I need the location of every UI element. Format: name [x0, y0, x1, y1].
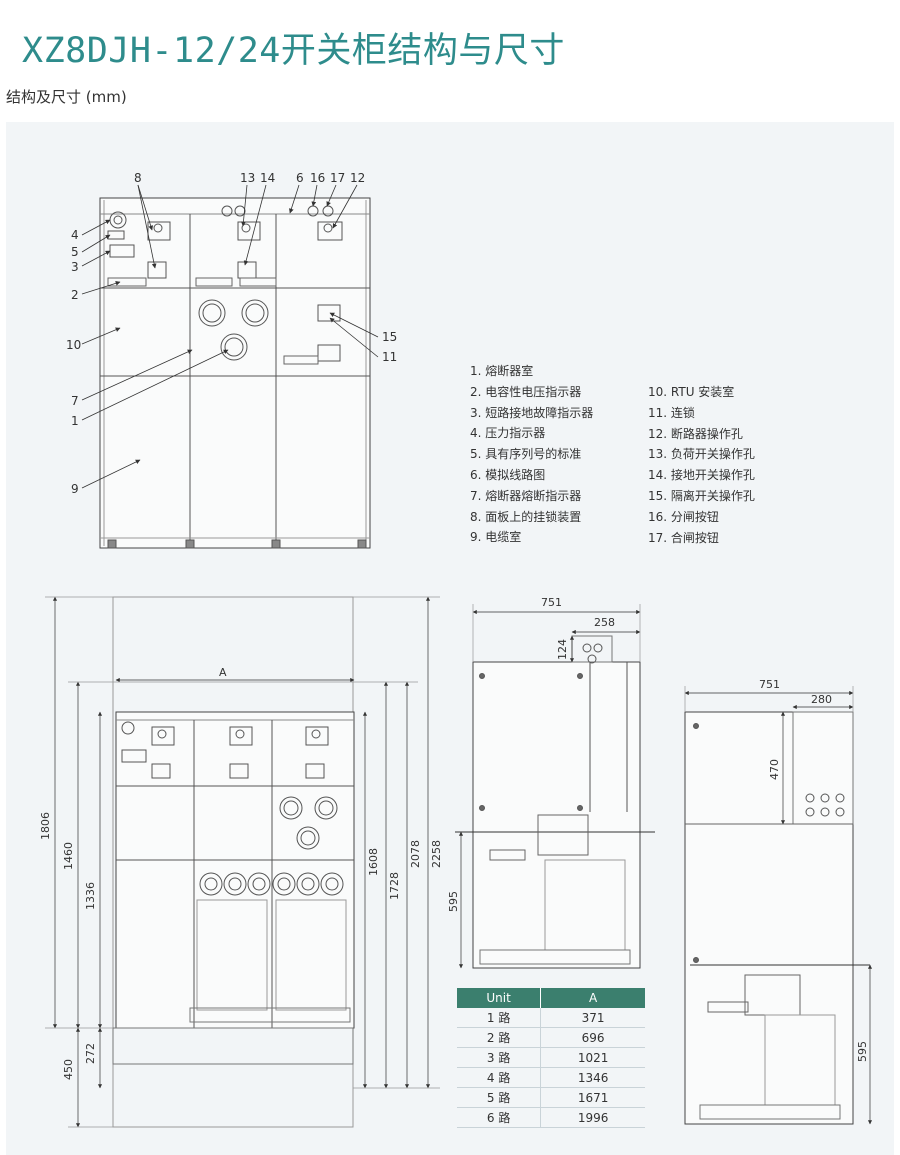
- callout-5: 5: [71, 245, 79, 259]
- dim-label-124: 124: [556, 639, 569, 660]
- legend-right-column: 10. RTU 安装室 11. 连锁 12. 断路器操作孔 13. 负荷开关操作…: [648, 382, 755, 548]
- dim-label-1460: 1460: [62, 842, 75, 870]
- callout-16: 16: [310, 171, 325, 185]
- callout-11: 11: [382, 350, 397, 364]
- dim-label-595-a: 595: [447, 891, 460, 912]
- side-view-middle-labels: 751 258 124 595: [447, 596, 615, 912]
- callout-2: 2: [71, 288, 79, 302]
- callout-17: 17: [330, 171, 345, 185]
- legend-item: 11. 连锁: [648, 405, 695, 420]
- table-cell: 2 路: [457, 1027, 541, 1048]
- dim-label-450: 450: [62, 1059, 75, 1080]
- dim-label-1728: 1728: [388, 872, 401, 900]
- dim-label-751-a: 751: [541, 596, 562, 609]
- legend-item: 6. 模拟线路图: [470, 467, 546, 482]
- table-cell: 1346: [540, 1067, 645, 1088]
- callout-8: 8: [134, 171, 142, 185]
- legend-item: 13. 负荷开关操作孔: [648, 447, 755, 462]
- callout-1: 1: [71, 414, 79, 428]
- legend-left-column: 1. 熔断器室 2. 电容性电压指示器 3. 短路接地故障指示器 4. 压力指示…: [470, 361, 593, 548]
- page-subtitle: 结构及尺寸 (mm): [6, 88, 127, 106]
- dim-label-2258: 2258: [430, 840, 443, 868]
- side-view-middle-dims: [458, 604, 641, 969]
- legend-item: 9. 电缆室: [470, 530, 522, 545]
- callout-9: 9: [71, 482, 79, 496]
- side-view-middle: [455, 635, 655, 969]
- table-header-unit: Unit: [457, 988, 541, 1008]
- dim-label-2078: 2078: [409, 840, 422, 868]
- side-view-right-dims: [684, 686, 873, 1125]
- table-cell: 371: [540, 1008, 645, 1028]
- legend-item: 3. 短路接地故障指示器: [470, 405, 594, 420]
- legend-item: 17. 合闸按钮: [648, 530, 719, 545]
- legend-item: 2. 电容性电压指示器: [470, 384, 582, 399]
- dim-label-258: 258: [594, 616, 615, 629]
- callout-3: 3: [71, 260, 79, 274]
- table-cell: 1 路: [457, 1008, 541, 1028]
- legend-item: 4. 压力指示器: [470, 426, 546, 441]
- callout-7: 7: [71, 394, 79, 408]
- legend-item: 15. 隔离开关操作孔: [648, 488, 755, 503]
- front-dimension-view: [112, 596, 355, 1128]
- dim-label-1806: 1806: [39, 812, 52, 840]
- legend-item: 16. 分闸按钮: [648, 509, 719, 524]
- legend-item: 14. 接地开关操作孔: [648, 468, 755, 483]
- front-view-leaders: [81, 184, 379, 489]
- dim-label-595-b: 595: [856, 1041, 869, 1062]
- side-view-right-labels: 751 280 470 595: [759, 678, 869, 1062]
- page-title: XZ8DJH-12/24开关柜结构与尺寸: [22, 31, 565, 71]
- table-header-a: A: [540, 988, 645, 1008]
- front-dimension-labels: A 1806 1460 1336 450 272 1608 1728 2078 …: [39, 666, 443, 1080]
- front-dimension-lines: [45, 596, 440, 1128]
- legend-item: 5. 具有序列号的标准: [470, 447, 582, 462]
- table-cell: 1021: [540, 1047, 645, 1068]
- side-view-right: [684, 711, 870, 1125]
- legend-item: 10. RTU 安装室: [648, 385, 735, 399]
- table-cell: 1671: [540, 1087, 645, 1108]
- table-cell: 4 路: [457, 1067, 541, 1088]
- table-cell: 3 路: [457, 1047, 541, 1068]
- callout-15: 15: [382, 330, 397, 344]
- dim-label-a: A: [219, 666, 227, 679]
- callout-12: 12: [350, 171, 365, 185]
- callout-10: 10: [66, 338, 81, 352]
- callout-14: 14: [260, 171, 275, 185]
- legend-item: 1. 熔断器室: [470, 364, 534, 378]
- dim-label-280: 280: [811, 693, 832, 706]
- front-view-cabinet: [99, 197, 371, 549]
- dim-label-470: 470: [768, 759, 781, 780]
- table-cell: 1996: [540, 1107, 645, 1128]
- callout-6: 6: [296, 171, 304, 185]
- callout-13: 13: [240, 171, 255, 185]
- legend-item: 12. 断路器操作孔: [648, 426, 743, 441]
- dim-label-272: 272: [84, 1043, 97, 1064]
- dim-label-1336: 1336: [84, 882, 97, 910]
- legend-item: 8. 面板上的挂锁装置: [470, 509, 582, 524]
- dim-label-1608: 1608: [367, 848, 380, 876]
- front-view-callouts: 8 13 14 6 16 17 12 4 5 3 2 10 15 11 7 1 …: [66, 171, 397, 496]
- table-cell: 6 路: [457, 1107, 541, 1128]
- callout-4: 4: [71, 228, 79, 242]
- dim-label-751-b: 751: [759, 678, 780, 691]
- table-cell: 5 路: [457, 1087, 541, 1108]
- legend-item: 7. 熔断器熔断指示器: [470, 488, 582, 503]
- table-cell: 696: [540, 1027, 645, 1048]
